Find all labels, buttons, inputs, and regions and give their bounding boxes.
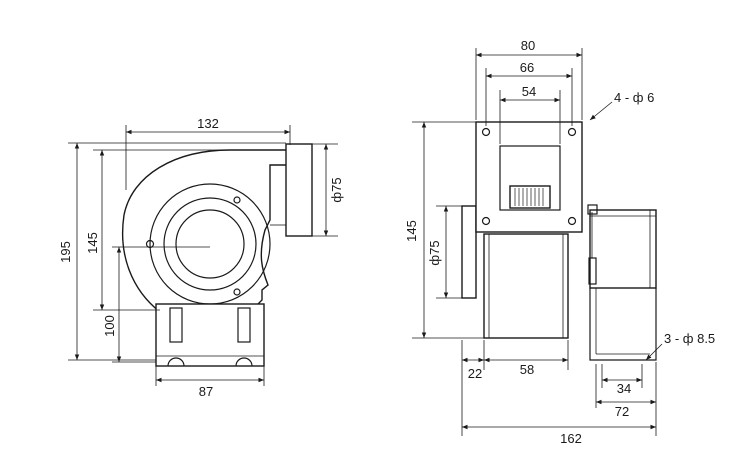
flange-hole-bl	[481, 216, 491, 226]
dim-195: 195	[58, 241, 73, 263]
base-bracket-top	[589, 209, 657, 289]
base-slot-left	[169, 307, 183, 343]
blower-housing	[121, 149, 291, 313]
cable-sleeve	[588, 257, 597, 285]
note-flange-holes: 4 - ф 6	[614, 90, 654, 105]
dim-162: 162	[560, 431, 582, 446]
outlet-duct	[285, 143, 313, 237]
flange-hole-tr	[567, 127, 577, 137]
flange-window	[499, 145, 561, 211]
front-view: 132 ф75 195 145 100 87	[58, 116, 344, 399]
axis-hole	[145, 239, 155, 249]
side-view: 80 66 54 4 - ф 6 145 ф75 22 58 3 - ф 8.5…	[404, 38, 715, 446]
dim-54: 54	[522, 84, 536, 99]
dim-inlet-diameter: ф75	[427, 240, 442, 265]
motor-body	[483, 233, 569, 339]
inlet-ring-inner	[175, 209, 245, 279]
dim-80: 80	[521, 38, 535, 53]
mount-flange	[475, 121, 583, 233]
dim-100: 100	[102, 315, 117, 337]
base-bracket	[589, 288, 657, 361]
dim-58: 58	[520, 362, 534, 377]
motor-base	[155, 303, 265, 367]
dim-145: 145	[85, 232, 100, 254]
dim-145-side: 145	[404, 220, 419, 242]
mount-hole-top	[233, 196, 241, 204]
flange-hole-br	[567, 216, 577, 226]
mount-hole-bottom	[233, 288, 241, 296]
inlet-stub	[461, 205, 477, 299]
cable-clip	[587, 204, 598, 215]
dim-132: 132	[197, 116, 219, 131]
note-base-holes: 3 - ф 8.5	[664, 331, 715, 346]
dim-72: 72	[615, 404, 629, 419]
terminal-block	[509, 185, 551, 209]
inlet-ring-middle	[163, 197, 257, 291]
dim-outlet-diameter: ф75	[329, 177, 344, 202]
flange-hole-tl	[481, 127, 491, 137]
base-slot-right	[237, 307, 251, 343]
dim-22: 22	[468, 366, 482, 381]
dim-34: 34	[617, 381, 631, 396]
dim-66: 66	[520, 60, 534, 75]
dim-87: 87	[199, 384, 213, 399]
